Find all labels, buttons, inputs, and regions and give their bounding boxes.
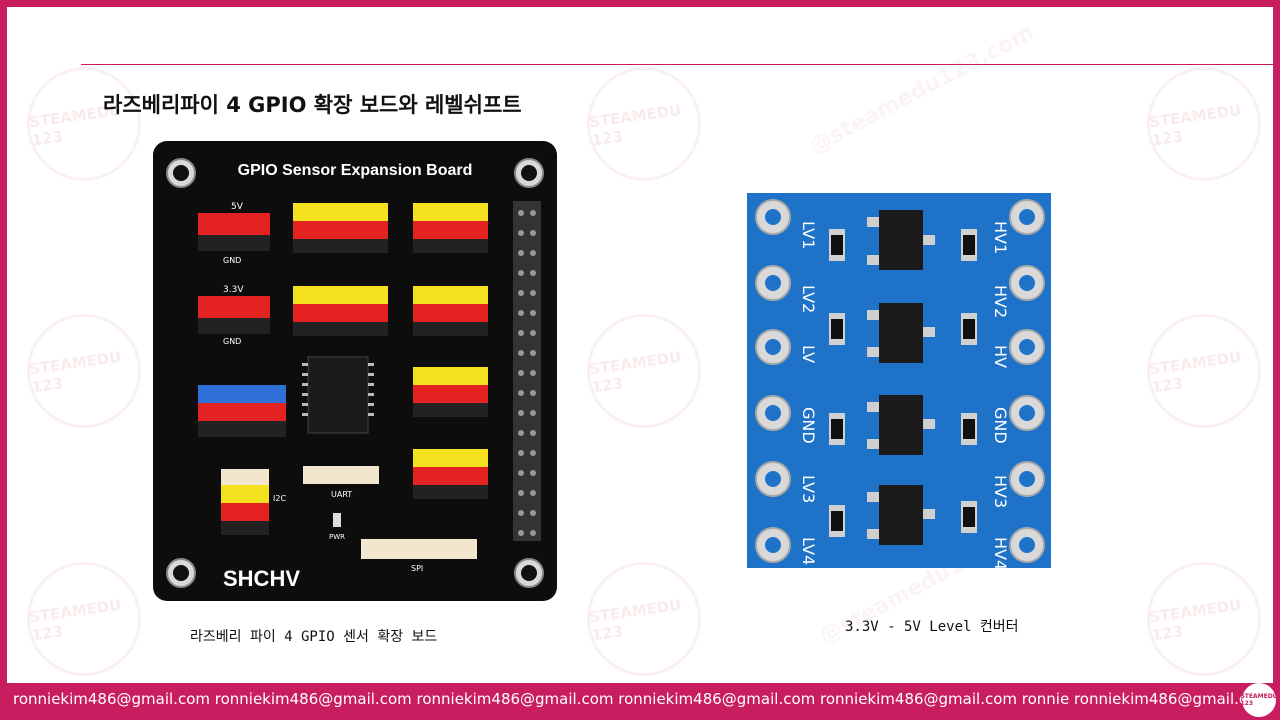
watermark-logo: STEAMEDU 123 xyxy=(587,314,701,428)
watermark-logo: STEAMEDU 123 xyxy=(27,562,141,676)
watermark-logo: STEAMEDU 123 xyxy=(1147,314,1261,428)
level-shifter-image: LV1 LV2 LV GND LV3 LV4 HV1 HV2 HV GND HV… xyxy=(747,193,1051,570)
watermark-logo: STEAMEDU 123 xyxy=(587,562,701,676)
svg-text:3.3V: 3.3V xyxy=(223,285,244,295)
svg-text:HV2: HV2 xyxy=(991,285,1010,318)
steamedu-logo-icon: STEAMEDU 123 xyxy=(1240,683,1278,717)
svg-text:LV2: LV2 xyxy=(799,285,818,313)
board1-caption: 라즈베리 파이 4 GPIO 센서 확장 보드 xyxy=(190,629,438,645)
watermark-logo: STEAMEDU 123 xyxy=(27,314,141,428)
svg-text:LV3: LV3 xyxy=(799,475,818,503)
watermark-logo: STEAMEDU 123 xyxy=(1147,67,1261,181)
svg-text:GND: GND xyxy=(799,407,818,444)
svg-text:GND: GND xyxy=(991,407,1010,444)
svg-text:HV3: HV3 xyxy=(991,475,1010,508)
svg-text:5V: 5V xyxy=(231,202,244,212)
brand-logo-text: SHCHV xyxy=(223,566,300,591)
svg-text:LV: LV xyxy=(799,345,818,363)
title-underline xyxy=(81,64,1273,65)
svg-text:SPI: SPI xyxy=(411,564,423,573)
svg-text:GND: GND xyxy=(223,256,241,265)
svg-text:GND: GND xyxy=(223,337,241,346)
watermark-logo: STEAMEDU 123 xyxy=(27,67,141,181)
svg-text:HV1: HV1 xyxy=(991,221,1010,254)
svg-text:UART: UART xyxy=(331,490,352,499)
board-header-text: GPIO Sensor Expansion Board xyxy=(238,162,473,179)
slide-title: 라즈베리파이 4 GPIO 확장 보드와 레벨쉬프트 xyxy=(103,93,522,117)
svg-text:LV1: LV1 xyxy=(799,221,818,249)
watermark-logo: STEAMEDU 123 xyxy=(587,67,701,181)
svg-text:PWR: PWR xyxy=(329,533,345,541)
watermark-handle: @steamedu123.com xyxy=(805,19,1039,160)
board2-caption: 3.3V - 5V Level 컨버터 xyxy=(845,619,1019,635)
footer-email-strip: ronniekim486@gmail.com ronniekim486@gmai… xyxy=(13,690,1271,708)
svg-text:LV4: LV4 xyxy=(799,537,818,565)
svg-text:I2C: I2C xyxy=(273,494,286,503)
gpio-expansion-board-image: GPIO Sensor Expansion Board 5V GND 3.3V … xyxy=(153,141,557,601)
svg-text:HV4: HV4 xyxy=(991,537,1010,570)
watermark-logo: STEAMEDU 123 xyxy=(1147,562,1261,676)
svg-text:HV: HV xyxy=(991,345,1010,368)
